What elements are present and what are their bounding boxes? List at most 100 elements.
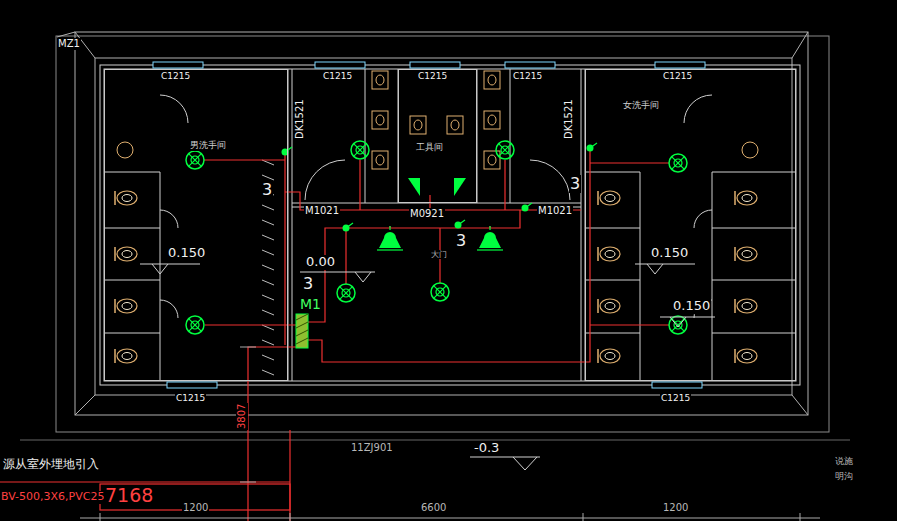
door-code: M0921 (409, 208, 445, 220)
lighting-fixture (522, 203, 533, 212)
circuit-count: 3 (569, 175, 581, 193)
note: 说施 (834, 456, 854, 466)
window (655, 62, 705, 68)
room-name: 女洗手间 (622, 100, 660, 111)
stall-partition (585, 172, 640, 173)
sanitary-fixture (410, 116, 426, 134)
lighting-fixture (455, 220, 466, 229)
wire (359, 160, 360, 210)
stall-partition (712, 228, 796, 229)
sanitary-fixture (742, 142, 758, 158)
stall-partition (104, 280, 160, 281)
sanitary-fixture (447, 116, 463, 134)
window-code: C1215 (175, 393, 206, 403)
wall (292, 69, 293, 381)
door-code: MZ1 (57, 38, 81, 50)
level-value: 0.150 (672, 299, 711, 314)
window-code: C1215 (662, 71, 693, 81)
level-mark (660, 317, 715, 327)
sanitary-fixture (484, 71, 500, 89)
lighting-fixture (496, 141, 514, 159)
drawing-reference: 11ZJ901 (350, 442, 394, 454)
wire (590, 162, 669, 163)
wall (365, 69, 366, 203)
lighting-fixture (431, 283, 449, 301)
sanitary-fixture (735, 299, 757, 313)
stall-partition (712, 333, 796, 334)
sanitary-fixture (598, 299, 620, 313)
site-outline (20, 440, 850, 441)
stall-partition (712, 280, 796, 281)
lighting-fixture (282, 147, 293, 156)
stall-partition (104, 228, 160, 229)
window-code: C1215 (417, 71, 448, 81)
wire (308, 210, 520, 322)
lighting-fixture (337, 284, 355, 302)
window (652, 382, 702, 388)
door-code: M1021 (304, 205, 340, 217)
sanitary-fixture (115, 247, 137, 261)
level-value: 0.150 (650, 246, 689, 261)
stall-partition (104, 333, 160, 334)
lighting-fixture (351, 141, 369, 159)
sanitary-fixture (115, 71, 758, 363)
lighting-fixture (587, 143, 598, 152)
wall (510, 69, 511, 203)
note: 明沟 (834, 471, 854, 481)
roof-outline (792, 395, 808, 415)
room-name: 工具间 (415, 142, 444, 153)
lighting-fixture (477, 226, 503, 250)
window (153, 62, 203, 68)
wall (100, 65, 800, 385)
sanitary-fixture (117, 142, 133, 158)
urinal-strip (262, 160, 274, 375)
stall-partition (160, 95, 188, 318)
wire (504, 160, 505, 210)
wall (104, 69, 796, 381)
distribution-box (296, 314, 308, 344)
roof-outline (95, 58, 792, 395)
window (167, 382, 217, 388)
window-code: C1215 (322, 71, 353, 81)
stall-partition (712, 172, 713, 381)
cable-spec: BV-500,3X6,PVC25 (0, 491, 105, 504)
room-name: 男洗手间 (189, 140, 227, 151)
dimension: 1200 (662, 502, 689, 514)
sanitary-fixture (372, 111, 388, 129)
roof-outline (75, 395, 95, 415)
stall-partition (585, 228, 640, 229)
sanitary-fixture (598, 191, 620, 205)
level-mark (470, 457, 540, 470)
window (153, 62, 705, 388)
lighting-fixture (669, 154, 687, 172)
sanitary-fixture (115, 191, 137, 205)
lighting-fixture (186, 141, 687, 334)
door-code: M1021 (537, 205, 573, 217)
room-box: 男洗手间 (104, 69, 288, 381)
roof-outline (75, 32, 808, 415)
stall-partition (104, 95, 796, 381)
window-code: C1215 (660, 393, 691, 403)
window-code: C1215 (160, 71, 191, 81)
wire (248, 347, 296, 521)
wire (205, 324, 296, 325)
sanitary-fixture (484, 111, 500, 129)
site-outline (56, 36, 829, 432)
stall-partition (684, 95, 712, 318)
urinal-strip (262, 160, 274, 375)
stall-partition (585, 280, 640, 281)
wall (581, 69, 582, 381)
room-box: 工具间 (398, 69, 477, 203)
sanitary-fixture (735, 191, 757, 205)
circuit-count: 3 (302, 275, 314, 293)
wire (284, 152, 285, 345)
roof-outline (57, 32, 75, 37)
dimension: 6600 (420, 502, 447, 514)
door-code: DK1521 (294, 98, 306, 140)
sanitary-fixture (115, 349, 137, 363)
stall-partition (305, 160, 570, 200)
roof-outline (792, 32, 808, 58)
note: 源从室外埋地引入 (2, 458, 100, 472)
wire (345, 228, 346, 284)
